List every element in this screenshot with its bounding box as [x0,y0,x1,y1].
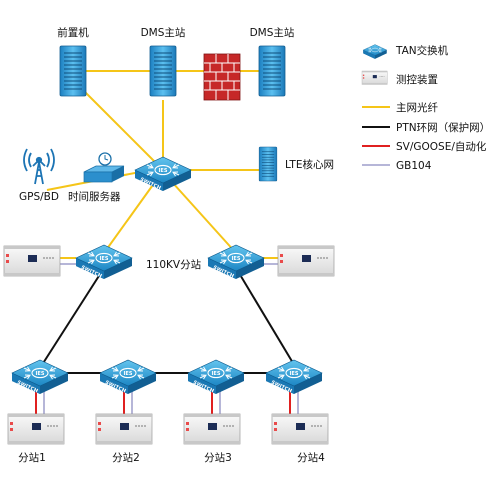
dms-main-station-1: DMS主站 [141,26,186,97]
measurement-device-branch1 [7,413,65,445]
time-server-icon [83,152,125,183]
switch-icon [207,244,265,280]
server-icon [59,45,87,97]
switch-icon [99,359,157,395]
lte-core-label: LTE核心网 [285,158,334,171]
switch-right-110kv: IES SWITCH [207,244,265,280]
svg-text:主网光纤: 主网光纤 [396,101,438,114]
svg-text:TAN交换机: TAN交换机 [395,44,449,57]
ptn-ring-links [39,267,297,374]
legend-item-svgoose: SV/GOOSE/自动化 [362,140,487,153]
switch-icon [187,359,245,395]
time-server-label: 时间服务器 [68,190,121,203]
measurement-device-branch3 [183,413,241,445]
sub110-label: 110KV分站 [146,258,202,271]
svg-text:IES: IES [232,256,241,262]
core-switch: IES SWITCH [134,156,192,192]
server-icon [258,45,286,97]
legend-item-device: 测控装置 [361,70,438,86]
lte-core-network: LTE核心网 [258,146,334,182]
switch-branch4: IES SWITCH [265,359,323,395]
legend-item-fiber: 主网光纤 [362,101,438,114]
branch1-label: 分站1 [18,451,46,464]
gps-bd-antenna: GPS/BD [19,148,59,203]
legend-item-ptn: PTN环网（保护网） [362,121,490,134]
svg-text:PTN环网（保护网）: PTN环网（保护网） [396,121,490,134]
branch4-label: 分站4 [297,451,325,464]
measurement-device-left [3,245,61,277]
legend-item-gb104: GB104 [362,160,432,172]
gb104-links [43,263,299,416]
svg-text:IES: IES [36,371,45,377]
measurement-device-branch2 [95,413,153,445]
antenna-icon [23,148,55,185]
switch-icon [134,156,192,192]
legend: TAN交换机 测控装置 主网光纤 PTN环网（保护网） SV/GOOSE/自动化… [361,44,490,172]
svg-text:IES: IES [212,371,221,377]
switch-icon [265,359,323,395]
gps-label: GPS/BD [19,191,59,203]
switch-top-text: IES [159,168,168,174]
svg-text:测控装置: 测控装置 [396,73,438,86]
dms-main-station-2: DMS主站 [250,26,295,97]
svg-text:GB104: GB104 [396,160,432,172]
measurement-device-branch4 [271,413,329,445]
switch-left-110kv: IES SWITCH [75,244,133,280]
svg-text:IES: IES [100,256,109,262]
legend-item-switch: TAN交换机 [363,44,449,60]
device-icon [361,70,388,85]
svg-text:SV/GOOSE/自动化: SV/GOOSE/自动化 [396,140,487,153]
server-icon [258,146,278,182]
switch-icon [363,44,387,60]
svgoose-links [35,388,291,416]
server-icon [149,45,177,97]
measurement-device-right [277,245,335,277]
front-server: 前置机 [57,26,89,97]
switch-branch2: IES SWITCH [99,359,157,395]
dms1-label: DMS主站 [141,26,186,39]
branch3-label: 分站3 [204,451,232,464]
dms2-label: DMS主站 [250,26,295,39]
front-server-label: 前置机 [57,26,89,39]
switch-icon [11,359,69,395]
branch2-label: 分站2 [112,451,140,464]
time-server: 时间服务器 [68,152,125,203]
switch-branch3: IES SWITCH [187,359,245,395]
svg-text:IES: IES [290,371,299,377]
switch-branch1: IES SWITCH [11,359,69,395]
firewall-icon [203,53,241,101]
svg-text:IES: IES [124,371,133,377]
switch-icon [75,244,133,280]
